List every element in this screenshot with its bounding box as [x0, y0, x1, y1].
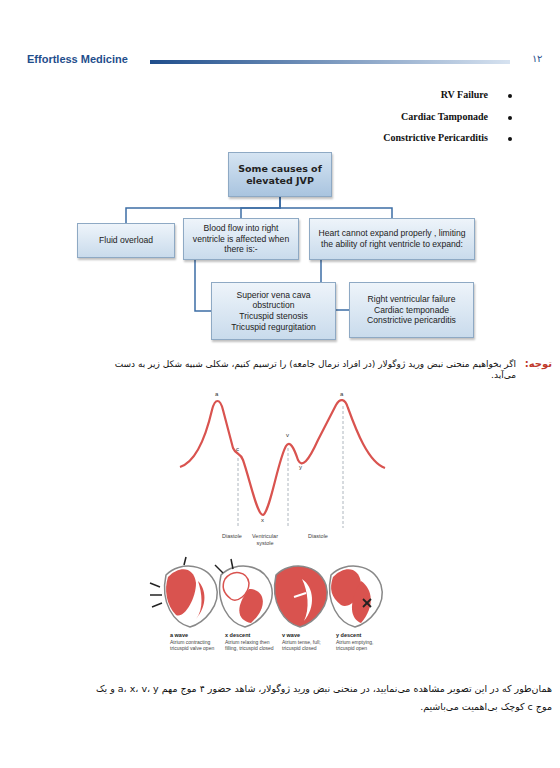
box-text: Blood flow into right ventricle is affec… — [188, 223, 294, 255]
list-box: Superior vena cava obstructionTricuspid … — [211, 282, 336, 340]
cause-box: Blood flow into right ventricle is affec… — [183, 218, 299, 260]
wave-letter: v — [286, 432, 289, 440]
box-text: Some causes of elevated JVP — [233, 163, 327, 187]
box-text: Cardiac temponade — [374, 305, 449, 316]
wave-desc: Atrium emptying, tricuspid open — [336, 639, 386, 652]
wave-letter: c — [236, 446, 239, 454]
connector — [280, 197, 392, 218]
note-marker: توجه: — [525, 358, 552, 371]
box-text: Right ventricular failure — [368, 294, 456, 305]
body-paragraph: همان‌طور که در این تصویر مشاهده می‌نمایی… — [82, 680, 552, 716]
header-title: Effortless Medicine — [27, 53, 128, 67]
root-box: Some causes of elevated JVP — [228, 152, 332, 197]
list-box: Right ventricular failureCardiac tempona… — [349, 282, 474, 338]
wave-caption: x descent — [225, 632, 269, 639]
connector — [241, 197, 280, 218]
bullet-item: RV Failure — [441, 89, 488, 102]
wave-caption: y descent — [336, 632, 380, 639]
box-text: Heart cannot expand properly , limiting … — [314, 228, 470, 249]
bullets — [508, 94, 512, 141]
box-text: Superior vena cava obstruction — [216, 290, 331, 311]
jvp-waveform — [180, 400, 385, 515]
wave-desc: Atrium tense, full; tricuspid closed — [282, 639, 332, 652]
heart-illustrations — [150, 557, 382, 627]
wave-letter: a — [340, 391, 343, 399]
wave-letter: x — [261, 517, 264, 525]
box-text: Fluid overload — [99, 235, 153, 246]
note-text: اگر بخواهیم منحنی نبض ورید ژوگولار (در ا… — [96, 359, 516, 382]
cause-box: Fluid overload — [77, 223, 175, 258]
box-text: Constrictive pericarditis — [367, 315, 456, 326]
wave-letter: y — [299, 464, 302, 472]
phase-label: Diastole — [298, 533, 338, 540]
phase-label: Ventricular systole — [246, 533, 284, 547]
wave-caption: v wave — [282, 632, 326, 639]
cause-box: Heart cannot expand properly , limiting … — [309, 218, 475, 260]
wave-desc: Atrium contracting tricuspid valve open — [170, 639, 220, 652]
wave-desc: Atrium relaxing then filling, tricuspid … — [225, 639, 277, 652]
bullet-item: Cardiac Tamponade — [401, 111, 488, 124]
connector — [195, 260, 211, 311]
header-rule — [150, 60, 510, 64]
bullet-item: Constrictive Pericarditis — [383, 132, 488, 145]
wave-caption: a wave — [170, 632, 214, 639]
box-text: Tricuspid stenosis — [239, 311, 307, 322]
page-number: ۱۲ — [532, 53, 542, 66]
phase-label: Diastole — [212, 533, 252, 540]
wave-letter: a — [215, 391, 218, 399]
box-text: Tricuspid regurgitation — [231, 322, 316, 333]
